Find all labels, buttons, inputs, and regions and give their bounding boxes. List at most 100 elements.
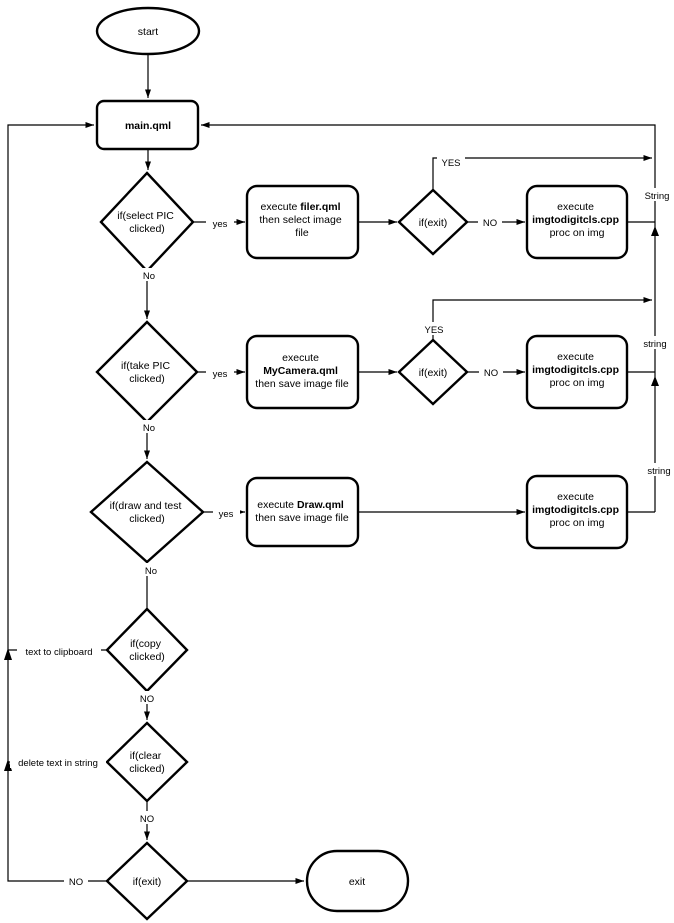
- node-imgproc-1: execute imgtodigitcls.cpp proc on img: [525, 184, 629, 260]
- label-exit1-no: NO: [483, 218, 497, 229]
- select-pic-line2: clicked): [129, 223, 165, 235]
- copy-line2: clicked): [129, 651, 165, 663]
- label-yes1: yes: [213, 219, 228, 230]
- exec-mycamera-line3: then save image file: [255, 378, 349, 390]
- imgproc-2-rect: [525, 334, 629, 410]
- clear-line2: clicked): [129, 763, 165, 775]
- node-if-exit-2: if(exit): [397, 338, 469, 406]
- node-if-select-pic: if(select PIC clicked): [99, 171, 195, 273]
- label-bg-exit1-no: [478, 215, 502, 228]
- edge-exit3-no-to-main: [7, 122, 107, 882]
- node-if-clear: if(clear clicked): [105, 721, 189, 803]
- if-exit-1-label: if(exit): [419, 217, 448, 229]
- main-qml-label: main.qml: [125, 120, 171, 132]
- exec-draw-label: execute Draw.qml then save image file: [255, 499, 349, 524]
- exec-filer-line3: file: [295, 227, 309, 239]
- label-string3: string: [647, 466, 670, 477]
- clear-diamond: [105, 721, 189, 803]
- imgproc-1-line3: proc on img: [550, 227, 605, 239]
- label-no1: No: [143, 271, 155, 282]
- label-yes2: yes: [213, 369, 228, 380]
- if-exit-3-label: if(exit): [133, 876, 162, 888]
- label-bg-string1: [642, 188, 672, 201]
- take-pic-line1: if(take PIC: [121, 360, 170, 372]
- exec-draw-line1-prefix: execute: [257, 499, 297, 511]
- take-pic-label: if(take PIC clicked): [121, 360, 173, 385]
- label-bg-no2: [139, 420, 159, 433]
- exec-mycamera-label: execute MyCamera.qml then save image fil…: [255, 352, 349, 390]
- exec-filer-line2: then select image: [259, 214, 341, 226]
- exec-filer-rect: [245, 184, 360, 260]
- label-bg-copy-no: [135, 691, 159, 704]
- draw-test-line1: if(draw and test: [110, 500, 182, 512]
- copy-diamond: [105, 607, 189, 693]
- if-exit-2-label: if(exit): [419, 367, 448, 379]
- node-exit: exit: [305, 849, 410, 913]
- imgproc-3-rect: [525, 474, 629, 550]
- label-bg-string2: [641, 336, 670, 349]
- node-exec-mycamera: execute MyCamera.qml then save image fil…: [245, 334, 360, 410]
- imgproc-2-label: execute imgtodigitcls.cpp proc on img: [532, 351, 622, 389]
- label-bg-string3: [644, 463, 674, 476]
- node-if-copy: if(copy clicked): [105, 607, 189, 693]
- label-bg-no3: [141, 563, 161, 576]
- node-exec-draw: execute Draw.qml then save image file: [245, 476, 360, 548]
- node-main-qml: main.qml: [95, 99, 200, 151]
- exec-filer-line1-prefix: execute: [261, 201, 301, 213]
- label-bg-exit2-no: [479, 365, 503, 378]
- if-exit-3-diamond: [105, 841, 189, 921]
- exit-stadium: [305, 849, 410, 913]
- label-bg-clear-no: [135, 811, 159, 824]
- exec-filer-line1-bold: filer.qml: [300, 201, 340, 213]
- merge-arrow-right-1: [651, 226, 659, 236]
- label-no2: No: [143, 423, 155, 434]
- if-exit-1-diamond: [397, 188, 469, 256]
- node-imgproc-3: execute imgtodigitcls.cpp proc on img: [525, 474, 629, 550]
- draw-test-label: if(draw and test clicked): [110, 500, 185, 525]
- node-start: start: [95, 6, 201, 56]
- label-yes3: yes: [219, 509, 234, 520]
- imgproc-1-line2: imgtodigitcls.cpp: [532, 214, 619, 226]
- label-bg-exit2-yes: [420, 322, 448, 335]
- exit-label: exit: [349, 876, 365, 888]
- label-exit2-yes: YES: [424, 325, 443, 336]
- label-bg-copy-action: [17, 644, 101, 657]
- label-no3: No: [145, 566, 157, 577]
- select-pic-line1: if(select PIC: [117, 210, 174, 222]
- exec-draw-line2: then save image file: [255, 512, 349, 524]
- copy-label: if(copy clicked): [129, 638, 165, 663]
- label-exit2-no: NO: [484, 368, 498, 379]
- edge-exit1-yes: [432, 155, 652, 190]
- node-if-exit-1: if(exit): [397, 188, 469, 256]
- label-bg-yes2: [206, 367, 234, 379]
- node-if-draw-test: if(draw and test clicked): [89, 460, 205, 564]
- edge-exit2-yes: [432, 297, 652, 340]
- label-string2: string: [643, 339, 666, 350]
- label-bg-exit1-yes: [437, 155, 465, 168]
- label-bg-no1: [139, 268, 159, 281]
- imgproc-2-line1: execute: [557, 351, 594, 363]
- edge-vline-right-to-main: [201, 122, 656, 512]
- imgproc-1-line1: execute: [557, 201, 594, 213]
- label-bg-clear-action: [10, 755, 106, 768]
- take-pic-diamond: [95, 320, 199, 424]
- exec-draw-rect: [245, 476, 360, 548]
- imgproc-2-line2: imgtodigitcls.cpp: [532, 364, 619, 376]
- merge-arrow-left-1: [4, 648, 12, 660]
- node-imgproc-2: execute imgtodigitcls.cpp proc on img: [525, 334, 629, 410]
- label-string1: String: [645, 191, 670, 202]
- copy-line1: if(copy: [130, 638, 162, 650]
- exec-mycamera-line2: MyCamera.qml: [263, 365, 338, 377]
- exec-mycamera-line1: execute: [282, 352, 319, 364]
- imgproc-1-label: execute imgtodigitcls.cpp proc on img: [532, 201, 622, 239]
- nodes: start main.qml if(select PIC clicked) ex…: [89, 6, 629, 921]
- exec-filer-label: execute filer.qml then select image file: [259, 201, 344, 239]
- imgproc-2-line3: proc on img: [550, 377, 605, 389]
- clear-line1: if(clear: [130, 750, 162, 762]
- label-copy-action: text to clipboard: [25, 647, 92, 658]
- select-pic-label: if(select PIC clicked): [117, 210, 177, 235]
- label-copy-no: NO: [140, 694, 154, 705]
- node-if-exit-3: if(exit): [105, 841, 189, 921]
